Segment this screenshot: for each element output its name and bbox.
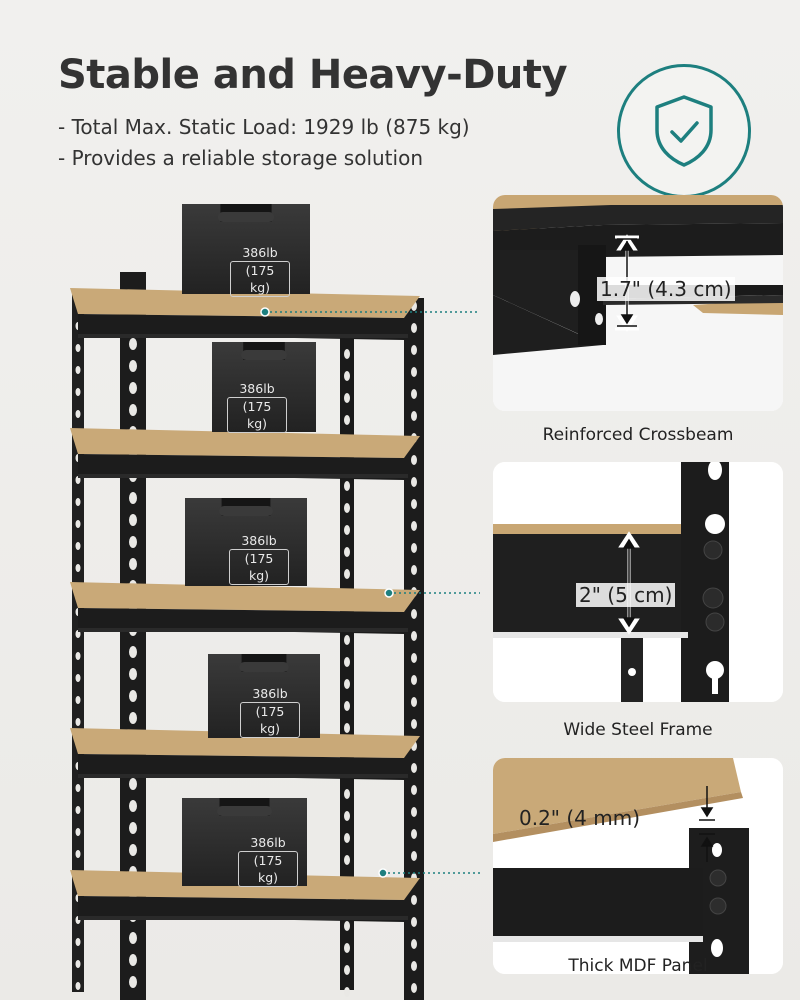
mdf-panel-measurement: 0.2" (4 mm): [519, 806, 641, 830]
crossbeam-detail-panel: [493, 195, 783, 411]
headline: Stable and Heavy-Duty: [58, 52, 568, 98]
weight-label-3: 386lb(175 kg): [229, 532, 289, 585]
weight-label-2: 386lb(175 kg): [227, 380, 287, 433]
shield-badge: [617, 64, 751, 198]
weight-label-1: 386lb(175 kg): [230, 244, 290, 297]
mdf-panel-caption: Thick MDF Panel: [568, 956, 708, 976]
steel-frame-measurement: 2" (5 cm): [576, 583, 676, 607]
steel-frame-detail-panel: [493, 462, 783, 702]
shelving-unit-illustration: [70, 204, 480, 1000]
mdf-panel-detail-panel: [493, 758, 783, 974]
crossbeam-measurement: 1.7" (4.3 cm): [597, 277, 735, 301]
shield-check-icon: [655, 95, 713, 167]
bullet-storage: - Provides a reliable storage solution: [58, 146, 423, 170]
weight-label-5: 386lb(175 kg): [238, 834, 298, 887]
bullet-max-load: - Total Max. Static Load: 1929 lb (875 k…: [58, 115, 470, 139]
steel-frame-caption: Wide Steel Frame: [563, 720, 713, 740]
crossbeam-caption: Reinforced Crossbeam: [542, 425, 734, 445]
weight-label-4: 386lb(175 kg): [240, 685, 300, 738]
